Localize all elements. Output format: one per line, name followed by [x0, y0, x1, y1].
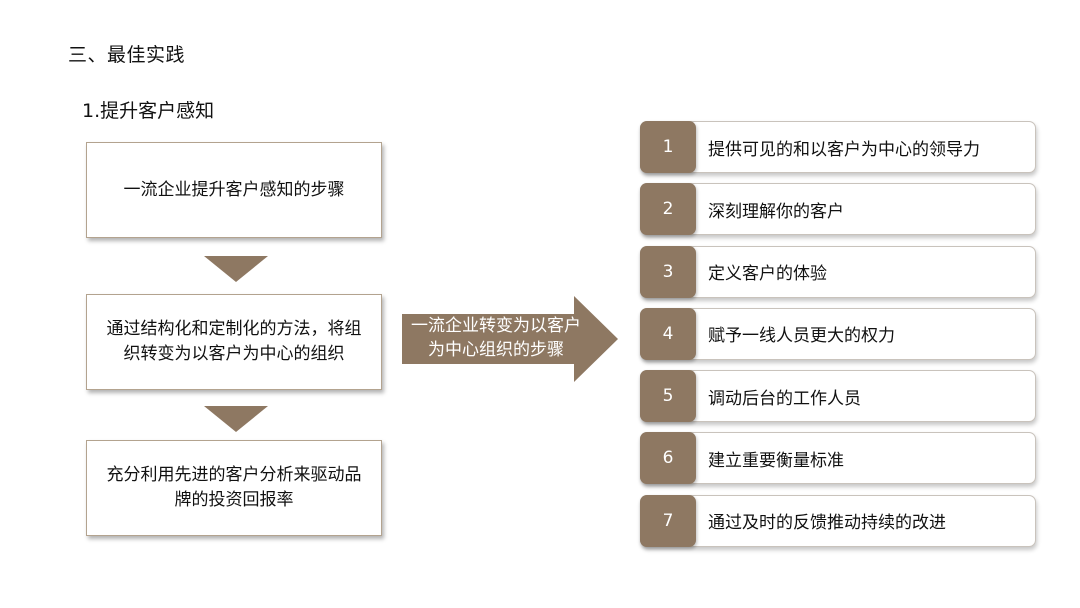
step-item: 7 通过及时的反馈推动持续的改进 [640, 494, 1036, 547]
step-text: 通过及时的反馈推动持续的改进 [708, 513, 946, 534]
step-text: 赋予一线人员更大的权力 [708, 326, 895, 347]
step-number: 2 [640, 183, 696, 236]
subsection-heading: 1.提升客户感知 [82, 100, 215, 122]
right-arrow-callout: 一流企业转变为以客户为中心组织的步骤 [402, 296, 618, 382]
step-text: 定义客户的体验 [708, 264, 827, 285]
flow-box-transform: 通过结构化和定制化的方法，将组织转变为以客户为中心的组织 [86, 294, 382, 390]
down-arrow-icon [204, 406, 268, 432]
step-number: 5 [640, 370, 696, 423]
down-arrow-icon [204, 256, 268, 282]
step-item: 2 深刻理解你的客户 [640, 183, 1036, 236]
right-arrow-label: 一流企业转变为以客户为中心组织的步骤 [411, 316, 581, 360]
step-text: 建立重要衡量标准 [708, 450, 844, 471]
step-text: 提供可见的和以客户为中心的领导力 [708, 139, 980, 160]
flow-box-steps: 一流企业提升客户感知的步骤 [86, 142, 382, 238]
steps-list: 1 提供可见的和以客户为中心的领导力 2 深刻理解你的客户 3 定义客户的体验 … [640, 121, 1036, 557]
step-number: 6 [640, 432, 696, 485]
step-number: 1 [640, 121, 696, 173]
step-text: 调动后台的工作人员 [708, 388, 861, 409]
step-number: 7 [640, 494, 696, 547]
step-item: 3 定义客户的体验 [640, 245, 1036, 298]
flow-box-transform-label: 通过结构化和定制化的方法，将组织转变为以客户为中心的组织 [106, 319, 362, 364]
step-text: 深刻理解你的客户 [708, 201, 844, 222]
flow-box-steps-label: 一流企业提升客户感知的步骤 [123, 179, 345, 200]
step-number: 3 [640, 245, 696, 298]
step-item: 6 建立重要衡量标准 [640, 432, 1036, 485]
step-number: 4 [640, 307, 696, 360]
section-heading: 三、最佳实践 [68, 44, 186, 66]
step-item: 4 赋予一线人员更大的权力 [640, 307, 1036, 360]
flow-box-analytics-label: 充分利用先进的客户分析来驱动品牌的投资回报率 [106, 465, 362, 510]
step-item: 5 调动后台的工作人员 [640, 370, 1036, 423]
flow-box-analytics: 充分利用先进的客户分析来驱动品牌的投资回报率 [86, 440, 382, 536]
right-arrow-icon [402, 296, 618, 382]
step-item: 1 提供可见的和以客户为中心的领导力 [640, 121, 1036, 173]
